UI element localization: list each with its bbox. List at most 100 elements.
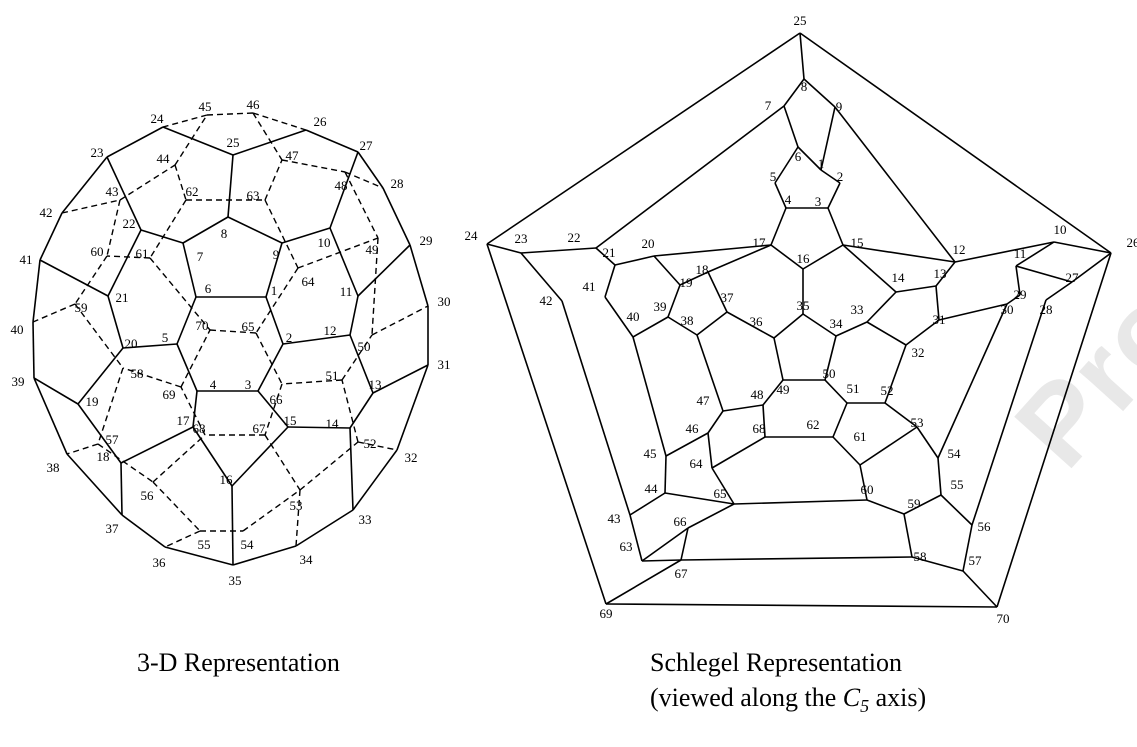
bond-3d-hidden bbox=[149, 199, 187, 259]
bond-schlegel bbox=[520, 247, 597, 254]
atom-label-schlegel: 27 bbox=[1066, 270, 1080, 285]
atom-label-schlegel: 36 bbox=[750, 314, 764, 329]
atom-label-3d: 54 bbox=[241, 537, 255, 552]
atom-label-3d: 29 bbox=[420, 233, 433, 248]
bond-schlegel bbox=[797, 146, 822, 171]
atom-label-3d: 68 bbox=[193, 421, 206, 436]
bond-3d-hidden bbox=[162, 114, 208, 128]
bond-schlegel bbox=[799, 32, 805, 80]
bond-3d-hidden bbox=[152, 434, 206, 483]
bond-3d-solid bbox=[372, 364, 429, 394]
atom-label-schlegel: 50 bbox=[823, 366, 836, 381]
bond-schlegel bbox=[595, 247, 616, 266]
atom-label-schlegel: 46 bbox=[686, 421, 700, 436]
bond-schlegel bbox=[1053, 241, 1112, 254]
atom-label-schlegel: 35 bbox=[797, 298, 810, 313]
bond-3d-hidden bbox=[255, 332, 283, 385]
bond-schlegel bbox=[824, 335, 837, 381]
bond-schlegel bbox=[707, 271, 728, 313]
bond-3d-solid bbox=[382, 187, 411, 246]
bond-3d-solid bbox=[281, 227, 331, 244]
bond-schlegel bbox=[783, 105, 799, 148]
bond-schlegel bbox=[903, 494, 942, 515]
bond-3d-hidden bbox=[180, 329, 211, 388]
bond-3d-solid bbox=[121, 514, 166, 548]
bond-schlegel bbox=[835, 321, 868, 337]
bond-3d-solid bbox=[182, 242, 197, 298]
bond-3d-hidden bbox=[209, 329, 257, 334]
atom-label-3d: 64 bbox=[302, 274, 316, 289]
atom-label-schlegel: 15 bbox=[851, 235, 864, 250]
atom-label-3d: 55 bbox=[198, 537, 211, 552]
atom-label-schlegel: 49 bbox=[777, 382, 790, 397]
atom-label-schlegel: 57 bbox=[969, 553, 983, 568]
atom-label-3d: 21 bbox=[116, 290, 129, 305]
atom-label-schlegel: 62 bbox=[807, 417, 820, 432]
atom-label-3d: 36 bbox=[153, 555, 167, 570]
atom-label-schlegel: 54 bbox=[948, 446, 962, 461]
bond-3d-hidden bbox=[281, 379, 343, 385]
bond-3d-solid bbox=[227, 154, 234, 218]
bond-schlegel bbox=[629, 514, 643, 562]
atom-label-3d: 13 bbox=[369, 377, 382, 392]
bond-schlegel bbox=[707, 244, 772, 273]
bond-3d-solid bbox=[77, 347, 124, 405]
atom-label-schlegel: 14 bbox=[892, 270, 906, 285]
bond-schlegel bbox=[632, 316, 669, 338]
atom-label-schlegel: 67 bbox=[675, 566, 689, 581]
bond-3d-hidden bbox=[255, 267, 299, 334]
atom-label-schlegel: 41 bbox=[583, 279, 596, 294]
bond-schlegel bbox=[802, 244, 844, 270]
bond-3d-solid bbox=[257, 343, 284, 392]
bond-schlegel bbox=[866, 499, 905, 515]
bond-3d-hidden bbox=[341, 334, 373, 381]
bond-3d-solid bbox=[295, 509, 354, 547]
bond-3d-solid bbox=[32, 259, 41, 323]
caption-axis-subscript: 5 bbox=[860, 696, 870, 717]
bond-schlegel bbox=[773, 337, 784, 381]
atom-label-schlegel: 33 bbox=[851, 302, 864, 317]
bond-3d-hidden bbox=[264, 199, 299, 269]
bond-3d-solid bbox=[232, 129, 307, 156]
bond-schlegel bbox=[653, 255, 681, 286]
atom-label-3d: 34 bbox=[300, 552, 314, 567]
bond-schlegel bbox=[561, 300, 631, 516]
bond-schlegel bbox=[996, 252, 1112, 608]
atom-label-schlegel: 7 bbox=[765, 98, 772, 113]
atom-label-3d: 4 bbox=[210, 377, 217, 392]
atom-label-3d: 22 bbox=[123, 216, 136, 231]
atom-label-3d: 19 bbox=[86, 394, 99, 409]
bond-schlegel bbox=[866, 321, 907, 346]
bond-schlegel bbox=[722, 404, 764, 412]
atom-label-3d: 3 bbox=[245, 377, 252, 392]
bond-3d-hidden bbox=[74, 303, 124, 369]
c70-schlegel-representation: 1234567891011121314151617181920212223242… bbox=[465, 13, 1137, 626]
bond-3d-solid bbox=[61, 156, 108, 214]
bond-schlegel bbox=[665, 432, 709, 457]
atom-label-schlegel: 63 bbox=[620, 539, 633, 554]
atom-label-3d: 39 bbox=[12, 374, 25, 389]
atom-label-schlegel: 28 bbox=[1040, 302, 1053, 317]
bond-schlegel bbox=[824, 379, 848, 404]
bond-3d-solid bbox=[396, 364, 429, 451]
atom-label-3d: 65 bbox=[242, 319, 255, 334]
bond-3d-solid bbox=[287, 426, 351, 429]
bond-schlegel bbox=[641, 559, 682, 562]
atom-label-3d: 49 bbox=[366, 242, 379, 257]
bond-schlegel bbox=[903, 513, 913, 558]
bond-schlegel bbox=[680, 527, 689, 561]
bond-schlegel bbox=[770, 207, 787, 246]
bond-3d-hidden bbox=[371, 237, 379, 336]
atom-label-schlegel: 61 bbox=[854, 429, 867, 444]
bond-3d-hidden bbox=[122, 367, 182, 388]
bond-3d-solid bbox=[120, 462, 123, 516]
bond-3d-solid bbox=[265, 242, 283, 298]
atom-label-schlegel: 2 bbox=[837, 169, 844, 184]
bond-schlegel bbox=[1015, 241, 1055, 267]
atom-label-3d: 63 bbox=[247, 188, 260, 203]
atom-label-schlegel: 11 bbox=[1014, 246, 1027, 261]
atom-label-schlegel: 6 bbox=[795, 149, 802, 164]
bond-schlegel bbox=[827, 182, 841, 209]
atom-label-3d: 27 bbox=[360, 138, 374, 153]
